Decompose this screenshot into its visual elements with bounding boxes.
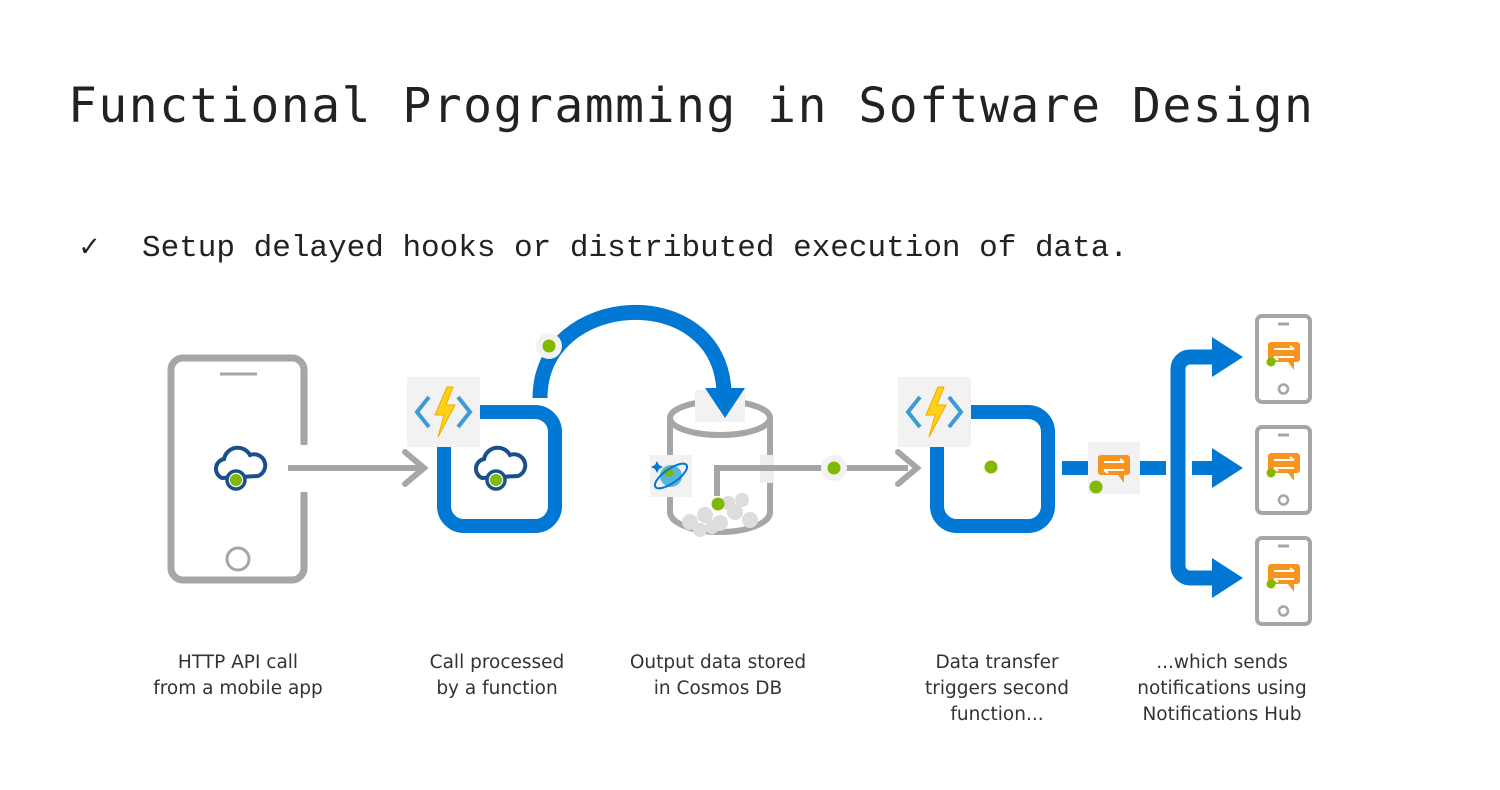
recipient-phone-icon: [1257, 427, 1310, 513]
caption-line: triggers second: [925, 678, 1069, 699]
cosmos-db-icon: [650, 455, 692, 497]
slide-title: Functional Programming in Software Desig…: [68, 78, 1315, 134]
caption-line: Data transfer: [935, 652, 1059, 673]
bullet-text: Setup delayed hooks or distributed execu…: [142, 231, 1128, 266]
arrow-to-function: [288, 449, 429, 487]
function-box-1: [405, 375, 562, 533]
caption-line: notifications using: [1137, 678, 1307, 699]
caption-line: function...: [950, 704, 1044, 725]
caption-data-transfer: Data transfer triggers second function..…: [887, 650, 1107, 728]
caption-line: by a function: [436, 678, 558, 699]
mobile-phone-icon: [167, 354, 308, 584]
caption-line: Output data stored: [629, 652, 807, 673]
caption-cosmos-db: Output data stored in Cosmos DB: [608, 650, 828, 702]
azure-function-icon: [896, 375, 973, 449]
caption-line: from a mobile app: [153, 678, 323, 699]
notification-hub-icon: [1088, 442, 1140, 494]
azure-function-icon: [405, 375, 482, 449]
caption-line: ...which sends: [1156, 652, 1288, 673]
recipient-phone-icon: [1257, 538, 1310, 624]
caption-line: Call processed: [429, 652, 565, 673]
caption-line: Notifications Hub: [1142, 704, 1302, 725]
fan-out-arrows: [1170, 337, 1243, 598]
recipient-phone-icon: [1257, 316, 1310, 402]
function-box-2: [896, 375, 1055, 533]
arrow-to-function-2: [714, 449, 922, 496]
cosmos-db-cylinder: [650, 388, 774, 537]
caption-http-call: HTTP API call from a mobile app: [128, 650, 348, 702]
curved-arrow-to-db: [532, 304, 732, 399]
checkmark-icon: ✓: [80, 231, 99, 266]
caption-function: Call processed by a function: [387, 650, 607, 702]
bullet-point: ✓ Setup delayed hooks or distributed exec…: [80, 228, 1128, 266]
caption-line: HTTP API call: [177, 652, 299, 673]
notification-hub-connector: [1062, 442, 1214, 494]
caption-line: in Cosmos DB: [653, 678, 783, 699]
caption-notifications: ...which sends notifications using Notif…: [1112, 650, 1332, 728]
